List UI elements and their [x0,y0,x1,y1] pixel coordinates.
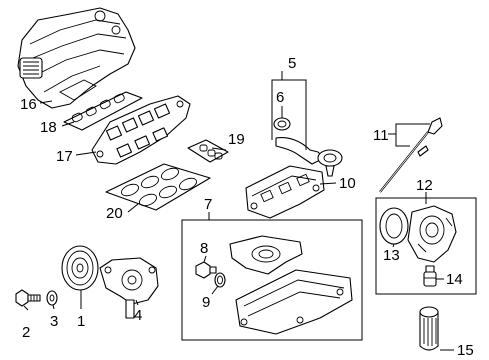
oil-pressure-sender[interactable] [423,265,437,287]
callout-10: 10 [339,175,356,192]
upper-manifold-gasket[interactable] [63,91,143,131]
drain-plug-gasket[interactable] [214,272,226,288]
oil-dipstick[interactable] [379,117,443,193]
callout-20: 20 [106,205,123,222]
drain-plug[interactable] [195,261,217,279]
crankshaft-pulley[interactable] [61,245,99,291]
o-ring[interactable] [273,117,291,131]
callout-15: 15 [457,342,474,359]
small-gasket-set[interactable] [187,139,229,163]
lower-intake-manifold[interactable] [91,95,191,165]
callout-18: 18 [40,119,57,136]
callout-2: 2 [22,324,30,341]
oil-filter[interactable] [419,306,439,351]
oil-pan-group-box [181,219,363,341]
callout-17: 17 [56,148,73,165]
callout-9: 9 [202,294,210,311]
callout-8: 8 [200,240,208,257]
lower-manifold-gasket[interactable] [105,163,211,211]
upper-intake-manifold[interactable] [17,7,136,109]
oil-pan[interactable] [235,269,353,335]
valve-cover[interactable] [245,165,325,219]
callout-19: 19 [228,131,245,148]
oil-filter-housing[interactable] [407,205,457,263]
leader-lines [23,71,454,351]
callout-5: 5 [288,55,296,72]
callout-labels: 16 18 17 19 20 5 6 10 11 12 13 14 15 7 8… [20,55,474,359]
callout-4: 4 [134,307,142,324]
pcv-tube-assembly[interactable] [275,137,343,177]
oil-pump[interactable] [99,257,159,319]
callout-1: 1 [77,313,85,330]
housing-gasket[interactable] [379,207,409,245]
callout-13: 13 [383,247,400,264]
callout-6: 6 [276,89,284,106]
callout-16: 16 [20,96,37,113]
callout-3: 3 [50,313,58,330]
callout-12: 12 [416,177,433,194]
callout-14: 14 [446,271,463,288]
washer[interactable] [46,290,58,306]
oil-pan-baffle[interactable] [229,235,303,275]
callout-11: 11 [373,127,389,144]
callout-7: 7 [204,196,212,213]
pulley-bolt[interactable] [15,289,41,307]
